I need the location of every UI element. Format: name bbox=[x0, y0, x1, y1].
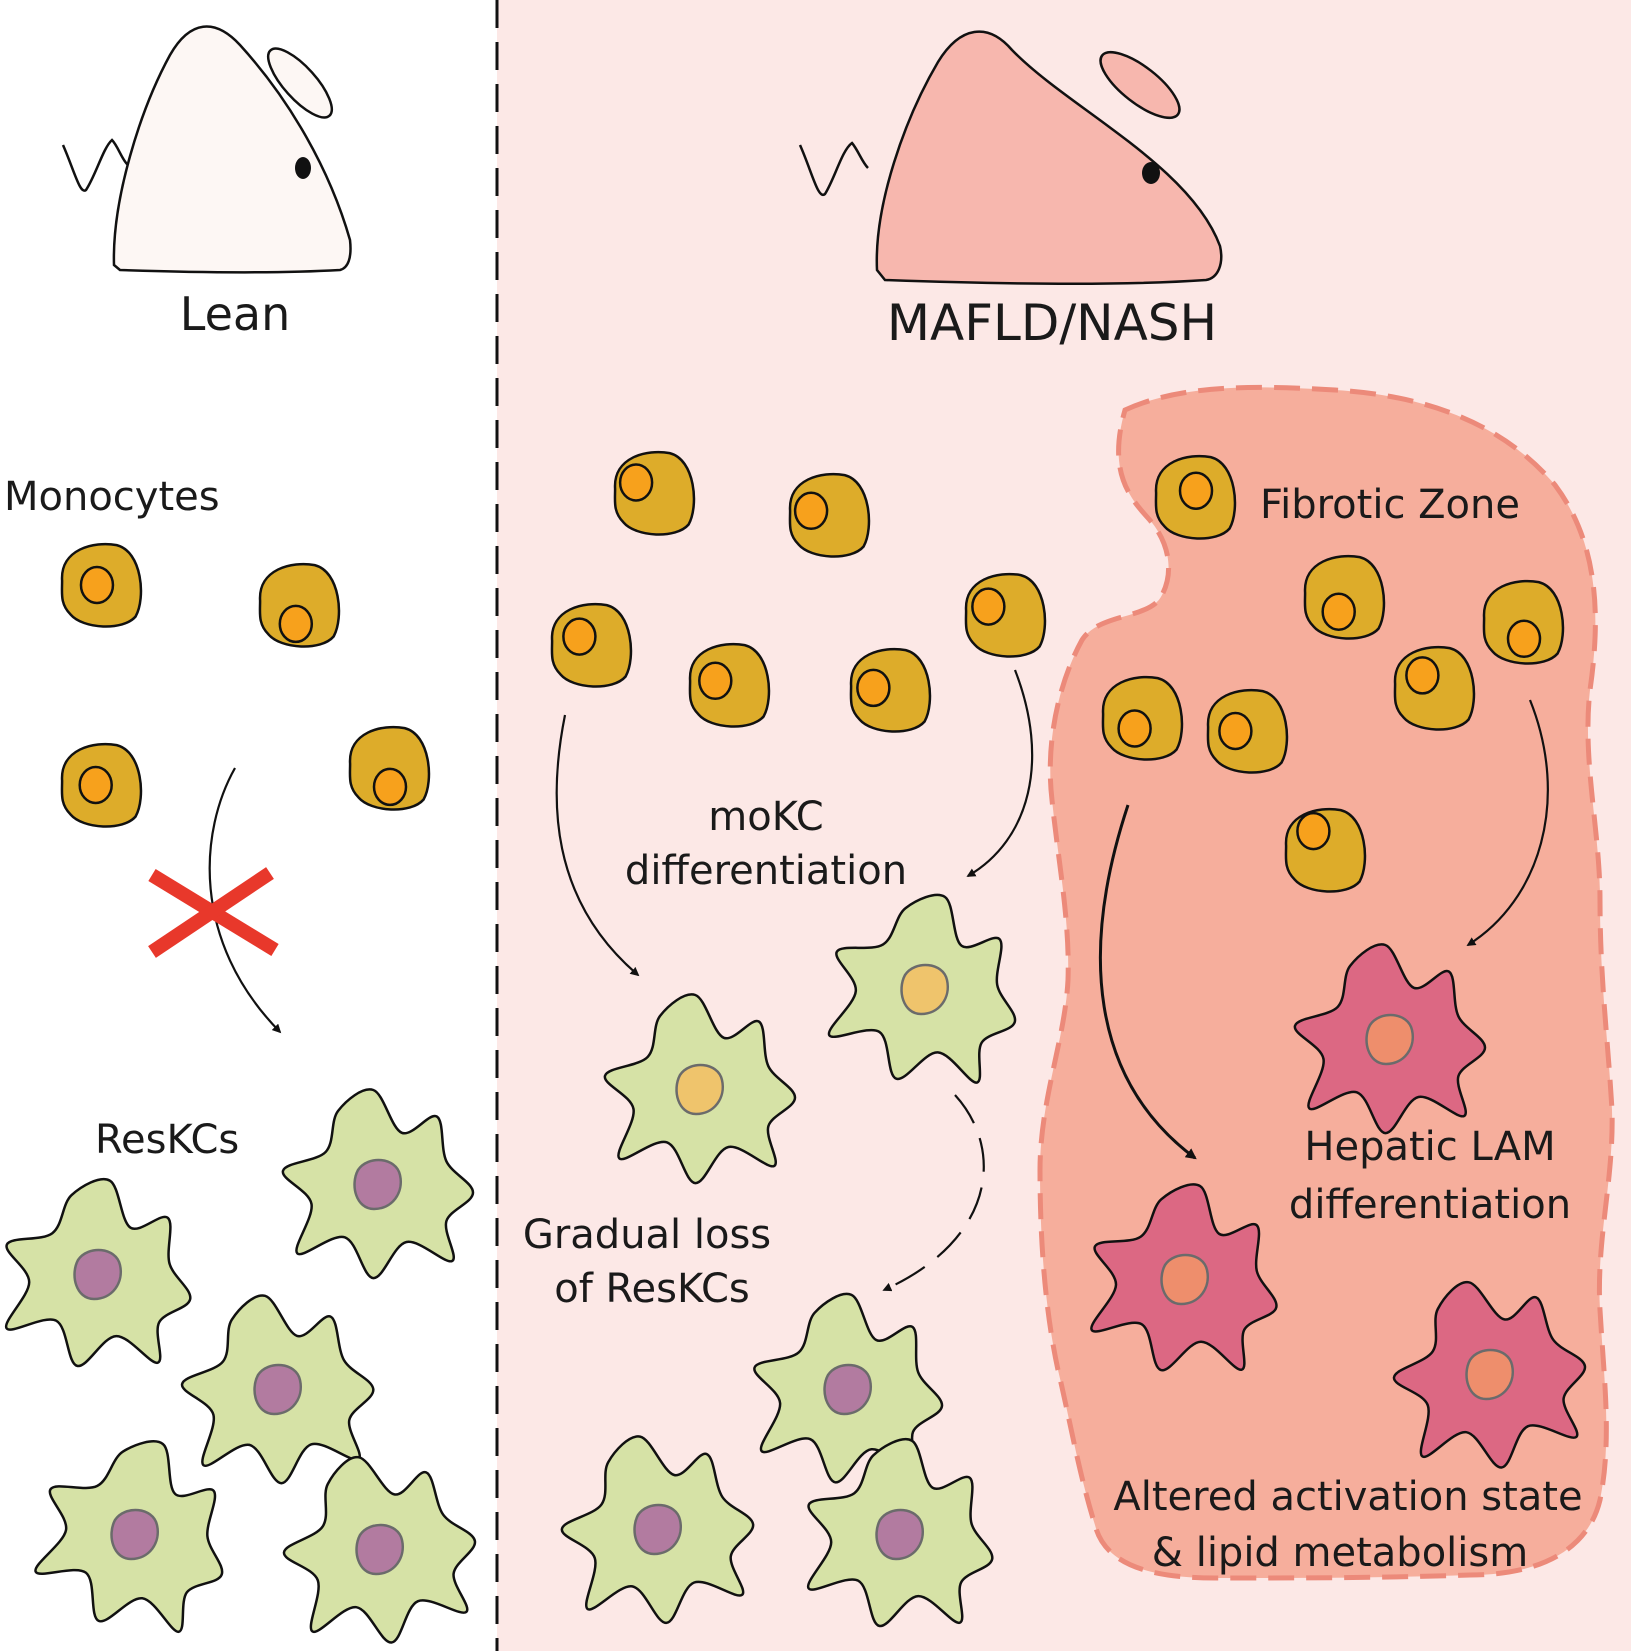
monocyte-cell bbox=[688, 642, 771, 728]
mokc-cell bbox=[603, 993, 797, 1185]
fibrotic-zone-label: Fibrotic Zone bbox=[1260, 482, 1520, 528]
monocyte-cell bbox=[1101, 675, 1184, 761]
monocyte-cell bbox=[1303, 554, 1386, 640]
monocytes-label: Monocytes bbox=[4, 474, 220, 520]
altered-label-line1: Altered activation state bbox=[1113, 1474, 1582, 1520]
loss-label-line2: of ResKCs bbox=[554, 1266, 750, 1312]
lam-cell bbox=[1392, 1281, 1587, 1469]
reskc-cell bbox=[560, 1435, 755, 1625]
mokc-label-line1: moKC bbox=[708, 794, 823, 840]
monocyte-cell bbox=[550, 602, 633, 688]
reskcs-label: ResKCs bbox=[95, 1117, 239, 1163]
monocyte-cell bbox=[1284, 807, 1367, 893]
monocyte-cell bbox=[849, 647, 932, 733]
mokc-arrow-right bbox=[966, 669, 1034, 877]
lean-blocked-arrow bbox=[208, 767, 282, 1034]
monocyte-cell bbox=[1154, 454, 1237, 540]
monocyte-cell bbox=[1482, 579, 1565, 665]
monocyte-cell bbox=[788, 472, 871, 558]
lam-arrow-left bbox=[1098, 804, 1197, 1160]
disease-title: MAFLD/NASH bbox=[887, 294, 1217, 352]
lam-label-line2: differentiation bbox=[1289, 1182, 1571, 1228]
reskc-cell bbox=[5, 1178, 192, 1368]
lam-label-line1: Hepatic LAM bbox=[1304, 1124, 1555, 1170]
mokc-arrow-left bbox=[555, 714, 640, 977]
lean-title: Lean bbox=[180, 287, 290, 341]
monocyte-cell bbox=[613, 450, 696, 536]
reskc-cell bbox=[807, 1438, 994, 1628]
lean-mouse-icon bbox=[61, 25, 352, 274]
monocyte-cell bbox=[964, 572, 1047, 658]
lam-cell bbox=[1090, 1183, 1278, 1372]
altered-label-line2: & lipid metabolism bbox=[1152, 1530, 1528, 1576]
lam-cell bbox=[1293, 943, 1487, 1135]
disease-mouse-icon bbox=[798, 30, 1223, 286]
mokc-cell bbox=[828, 893, 1017, 1084]
monocyte-cell bbox=[1393, 645, 1476, 731]
lam-arrow-right bbox=[1466, 699, 1549, 946]
reskc-cell bbox=[34, 1440, 224, 1634]
loss-label-line1: Gradual loss bbox=[523, 1212, 771, 1258]
monocyte-cell bbox=[348, 725, 431, 811]
reskc-loss-arrow bbox=[882, 1094, 985, 1292]
monocyte-cell bbox=[60, 742, 143, 828]
reskc-cell bbox=[180, 1294, 375, 1485]
monocyte-cell bbox=[60, 542, 143, 628]
reskc-cell bbox=[282, 1456, 477, 1644]
reskc-cell bbox=[753, 1292, 944, 1484]
monocyte-cell bbox=[1206, 688, 1289, 774]
cells-layer bbox=[5, 450, 1587, 1644]
monocyte-cell bbox=[258, 562, 341, 648]
reskc-cell bbox=[281, 1088, 475, 1280]
red-x-icon bbox=[148, 867, 279, 958]
mokc-label-line2: differentiation bbox=[625, 848, 907, 894]
